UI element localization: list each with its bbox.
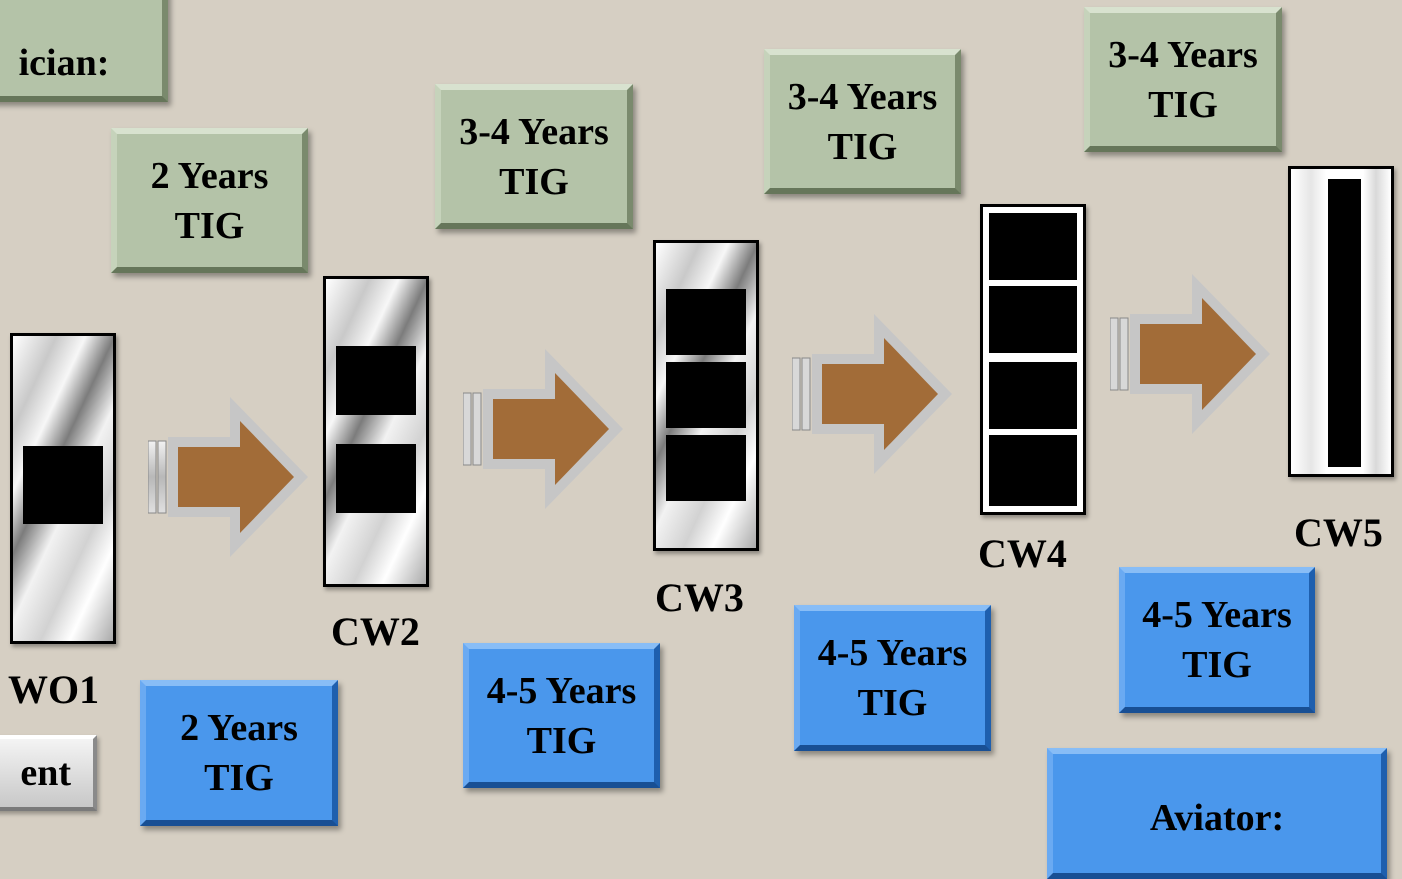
insignia-square xyxy=(336,444,416,513)
promotion-arrow-4 xyxy=(1110,274,1270,434)
technician-tig-box-4: 3-4 Years TIG xyxy=(1084,7,1282,152)
insignia-square xyxy=(666,435,746,501)
promotion-arrow-3 xyxy=(792,314,952,474)
tig-years: 4-5 Years xyxy=(818,628,968,678)
tig-years: 3-4 Years xyxy=(459,107,609,157)
rank-label-wo1: WO1 xyxy=(8,667,99,713)
rank-label-cw3: CW3 xyxy=(655,575,744,621)
aviator-tig-box-3: 4-5 Years TIG xyxy=(794,605,991,751)
tig-label: TIG xyxy=(828,122,898,172)
legend-label: ent xyxy=(20,748,71,798)
rank-label-cw5: CW5 xyxy=(1294,510,1383,556)
tig-label: TIG xyxy=(1182,640,1252,690)
tig-label: TIG xyxy=(1148,80,1218,130)
insignia-square xyxy=(666,362,746,428)
tig-label: TIG xyxy=(499,157,569,207)
rank-label-cw2: CW2 xyxy=(331,609,420,655)
technician-header-box: ician: xyxy=(0,0,168,102)
cw5-insignia xyxy=(1288,166,1394,477)
technician-tig-box-2: 3-4 Years TIG xyxy=(435,84,633,229)
technician-header-label: ician: xyxy=(19,38,110,88)
tig-label: TIG xyxy=(175,201,245,251)
tig-label: TIG xyxy=(527,716,597,766)
insignia-square xyxy=(989,213,1077,280)
aviator-header-label: Aviator: xyxy=(1150,793,1284,843)
insignia-stripe xyxy=(1328,179,1361,467)
aviator-tig-box-1: 2 Years TIG xyxy=(140,680,338,826)
insignia-square xyxy=(666,289,746,355)
insignia-square xyxy=(336,346,416,415)
tig-years: 2 Years xyxy=(180,703,298,753)
insignia-square xyxy=(23,446,103,524)
tig-years: 4-5 Years xyxy=(487,666,637,716)
tig-years: 2 Years xyxy=(151,151,269,201)
aviator-tig-box-2: 4-5 Years TIG xyxy=(463,643,660,788)
tig-label: TIG xyxy=(204,753,274,803)
cw4-insignia xyxy=(980,204,1086,515)
aviator-tig-box-4: 4-5 Years TIG xyxy=(1119,567,1315,713)
legend-box: ent xyxy=(0,735,97,811)
promotion-arrow-1 xyxy=(148,397,308,557)
cw3-insignia xyxy=(653,240,759,551)
aviator-header-box: Aviator: xyxy=(1047,748,1387,879)
insignia-square xyxy=(989,286,1077,353)
wo1-insignia xyxy=(10,333,116,644)
technician-tig-box-1: 2 Years TIG xyxy=(111,128,308,273)
insignia-square xyxy=(989,435,1077,506)
tig-years: 3-4 Years xyxy=(788,72,938,122)
tig-label: TIG xyxy=(858,678,928,728)
cw2-insignia xyxy=(323,276,429,587)
technician-tig-box-3: 3-4 Years TIG xyxy=(764,49,961,194)
tig-years: 3-4 Years xyxy=(1108,30,1258,80)
insignia-square xyxy=(989,362,1077,429)
tig-years: 4-5 Years xyxy=(1142,590,1292,640)
rank-label-cw4: CW4 xyxy=(978,531,1067,577)
promotion-arrow-2 xyxy=(463,349,623,509)
